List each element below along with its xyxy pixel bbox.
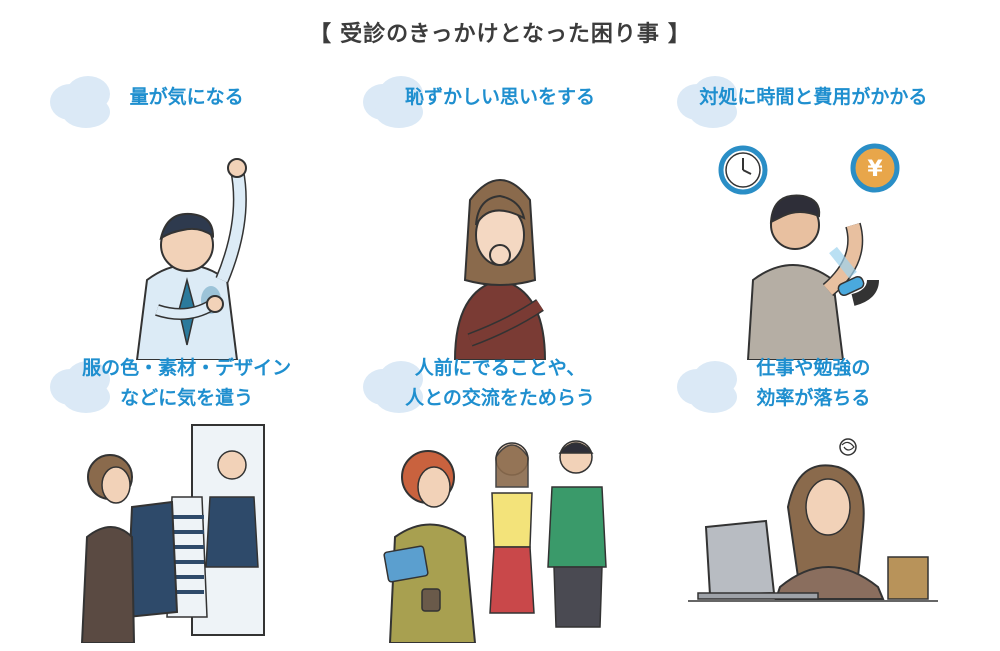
concern-caption: 量が気になる: [129, 86, 244, 108]
concern-card-efficiency: 仕事や勉強の効率が落ちる: [657, 353, 970, 638]
page-title: 【受診のきっかけとなった困り事】: [0, 16, 1000, 48]
clock-icon: [718, 145, 768, 195]
concern-card-social: 人前にでることや、人との交流をためらう: [343, 353, 656, 643]
concern-caption: 服の色・素材・デザインなどに気を遣う: [82, 357, 292, 409]
illustration-sweating-man: [30, 130, 343, 360]
concern-caption: 人前にでることや、人との交流をためらう: [405, 357, 595, 409]
illustration-hesitant-woman: [343, 417, 656, 643]
concerns-grid: 量が気になる 恥ずかしい思いをする: [30, 68, 970, 643]
cloud-icon: [363, 361, 424, 413]
illustration-woman-mirror: [30, 417, 343, 643]
concern-card-embarrassed: 恥ずかしい思いをする: [343, 68, 656, 360]
illustration-man-spray: ¥: [657, 130, 970, 360]
cloud-icon: [676, 361, 737, 413]
yen-coin-icon: ¥: [850, 143, 900, 193]
cloud-icon: [363, 76, 424, 128]
title-bracket-open: 【: [309, 21, 333, 47]
title-bracket-close: 】: [667, 21, 691, 47]
svg-text:¥: ¥: [868, 157, 884, 182]
illustration-woman-laptop: [657, 417, 970, 643]
concern-caption: 対処に時間と費用がかかる: [699, 86, 928, 108]
cloud-icon: [676, 76, 737, 128]
stress-scribble-icon: [839, 438, 858, 456]
cloud-icon: [50, 76, 110, 128]
cloud-icon: [50, 361, 110, 413]
illustration-embarrassed-woman: [343, 130, 656, 360]
concern-card-amount: 量が気になる: [30, 68, 343, 360]
title-text: 受診のきっかけとなった困り事: [340, 21, 660, 47]
concern-caption: 恥ずかしい思いをする: [404, 86, 595, 108]
concern-caption: 仕事や勉強の効率が落ちる: [756, 357, 871, 409]
concern-card-clothing: 服の色・素材・デザインなどに気を遣う: [30, 353, 343, 643]
concern-card-time-cost: 対処に時間と費用がかかる ¥: [657, 68, 970, 360]
